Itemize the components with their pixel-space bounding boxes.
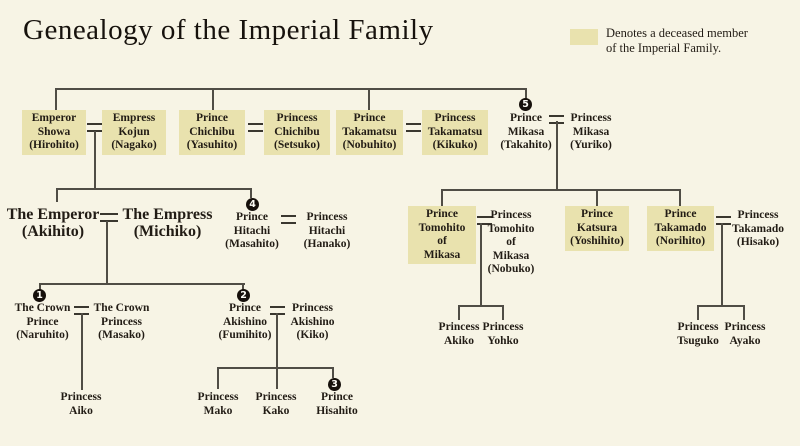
succession-badge-3: 3: [328, 378, 341, 391]
succession-badge-5: 5: [519, 98, 532, 111]
person-prince-hitachi: Prince Hitachi (Masahito): [225, 211, 279, 250]
succession-badge-2: 2: [237, 289, 250, 302]
marriage-icon: [248, 123, 263, 132]
connector-line: [106, 221, 108, 285]
connector-line: [721, 223, 723, 307]
marriage-icon: [716, 216, 731, 225]
connector-line: [458, 305, 460, 320]
person-prince-mikasa: Prince Mikasa (Takahito): [500, 112, 552, 151]
person-prince-tomohito: Prince Tomohito of Mikasa: [408, 206, 476, 264]
connector-line: [217, 367, 334, 369]
connector-line: [441, 189, 681, 191]
connector-line: [81, 313, 83, 390]
connector-line: [556, 121, 558, 191]
page-title: Genealogy of the Imperial Family: [23, 14, 434, 46]
person-crown-princess: The Crown Princess (Masako): [93, 302, 150, 341]
marriage-icon: [477, 216, 492, 225]
person-princess-takamatsu: Princess Takamatsu (Kikuko): [422, 110, 488, 155]
connector-line: [39, 283, 245, 285]
connector-line: [441, 189, 443, 206]
succession-badge-1: 1: [33, 289, 46, 302]
connector-line: [276, 313, 278, 369]
person-princess-mikasa: Princess Mikasa (Yuriko): [570, 112, 612, 151]
person-princess-chichibu: Princess Chichibu (Setsuko): [264, 110, 330, 155]
marriage-icon: [406, 123, 421, 132]
connector-line: [56, 188, 58, 202]
connector-line: [55, 88, 57, 110]
person-princess-hitachi: Princess Hitachi (Hanako): [303, 211, 351, 250]
person-prince-chichibu: Prince Chichibu (Yasuhito): [179, 110, 245, 155]
marriage-icon: [281, 215, 296, 224]
person-princess-tomohito: Princess Tomohito of Mikasa (Nobuko): [487, 209, 535, 275]
connector-line: [697, 305, 699, 320]
person-prince-takamado: Prince Takamado (Norihito): [647, 206, 714, 251]
person-crown-prince: The Crown Prince (Naruhito): [14, 302, 71, 341]
person-empress-kojun: Empress Kojun (Nagako): [102, 110, 166, 155]
person-princess-mako: Princess Mako: [197, 391, 239, 417]
person-the-empress: The Empress (Michiko): [122, 206, 213, 240]
person-princess-tsuguko: Princess Tsuguko: [677, 321, 719, 347]
person-princess-akiko: Princess Akiko: [438, 321, 480, 347]
succession-badge-4: 4: [246, 198, 259, 211]
connector-line: [697, 305, 745, 307]
connector-line: [525, 88, 527, 99]
person-princess-ayako: Princess Ayako: [724, 321, 766, 347]
connector-line: [743, 305, 745, 320]
connector-line: [458, 305, 504, 307]
connector-line: [276, 367, 278, 389]
connector-line: [212, 88, 214, 110]
deceased-legend-text: Denotes a deceased member of the Imperia…: [606, 26, 748, 55]
connector-line: [679, 189, 681, 206]
person-princess-takamado: Princess Takamado (Hisako): [732, 209, 784, 248]
connector-line: [250, 188, 252, 198]
connector-line: [332, 367, 334, 378]
person-prince-katsura: Prince Katsura (Yoshihito): [565, 206, 629, 251]
connector-line: [55, 88, 527, 90]
connector-line: [596, 189, 598, 206]
deceased-legend-swatch: [570, 29, 598, 45]
connector-line: [217, 367, 219, 389]
person-prince-takamatsu: Prince Takamatsu (Nobuhito): [336, 110, 403, 155]
connector-line: [56, 188, 252, 190]
person-prince-hisahito: Prince Hisahito: [316, 391, 358, 417]
connector-line: [242, 283, 244, 290]
connector-line: [39, 283, 41, 290]
person-princess-aiko: Princess Aiko: [60, 391, 102, 417]
connector-line: [94, 131, 96, 190]
person-princess-akishino: Princess Akishino (Kiko): [290, 302, 335, 341]
person-emperor-showa: Emperor Showa (Hirohito): [22, 110, 86, 155]
connector-line: [368, 88, 370, 110]
person-prince-akishino: Prince Akishino (Fumihito): [218, 302, 272, 341]
person-princess-yohko: Princess Yohko: [482, 321, 524, 347]
person-the-emperor: The Emperor (Akihito): [6, 206, 100, 240]
connector-line: [502, 305, 504, 320]
person-princess-kako: Princess Kako: [255, 391, 297, 417]
marriage-icon: [100, 213, 118, 222]
connector-line: [480, 223, 482, 307]
